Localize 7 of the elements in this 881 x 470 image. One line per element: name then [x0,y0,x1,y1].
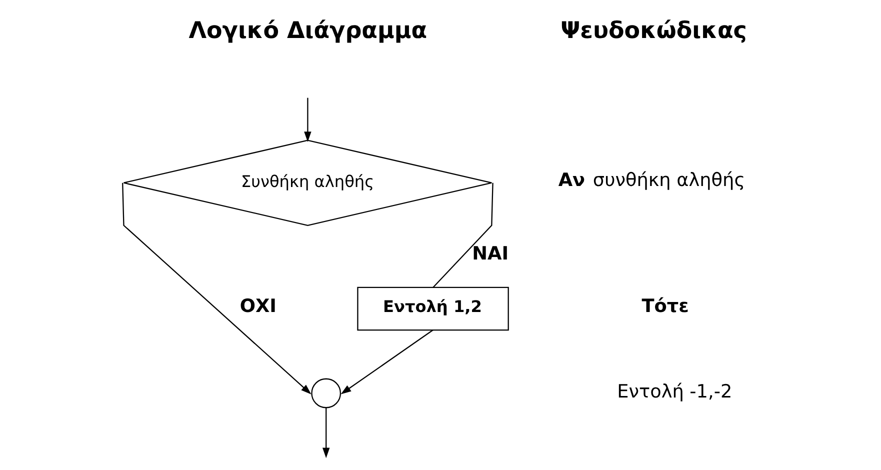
label: Εντολή -1,-2 [617,382,732,403]
label: Ψευδοκώδικας [560,18,747,44]
label: Αν συνθήκη αληθής [558,170,745,192]
edge-label: ΟΧΙ [240,296,276,317]
label: Τότε [642,296,689,317]
label: Λογικό Διάγραμμα [188,18,428,44]
edge-label: ΝΑΙ [472,244,509,265]
